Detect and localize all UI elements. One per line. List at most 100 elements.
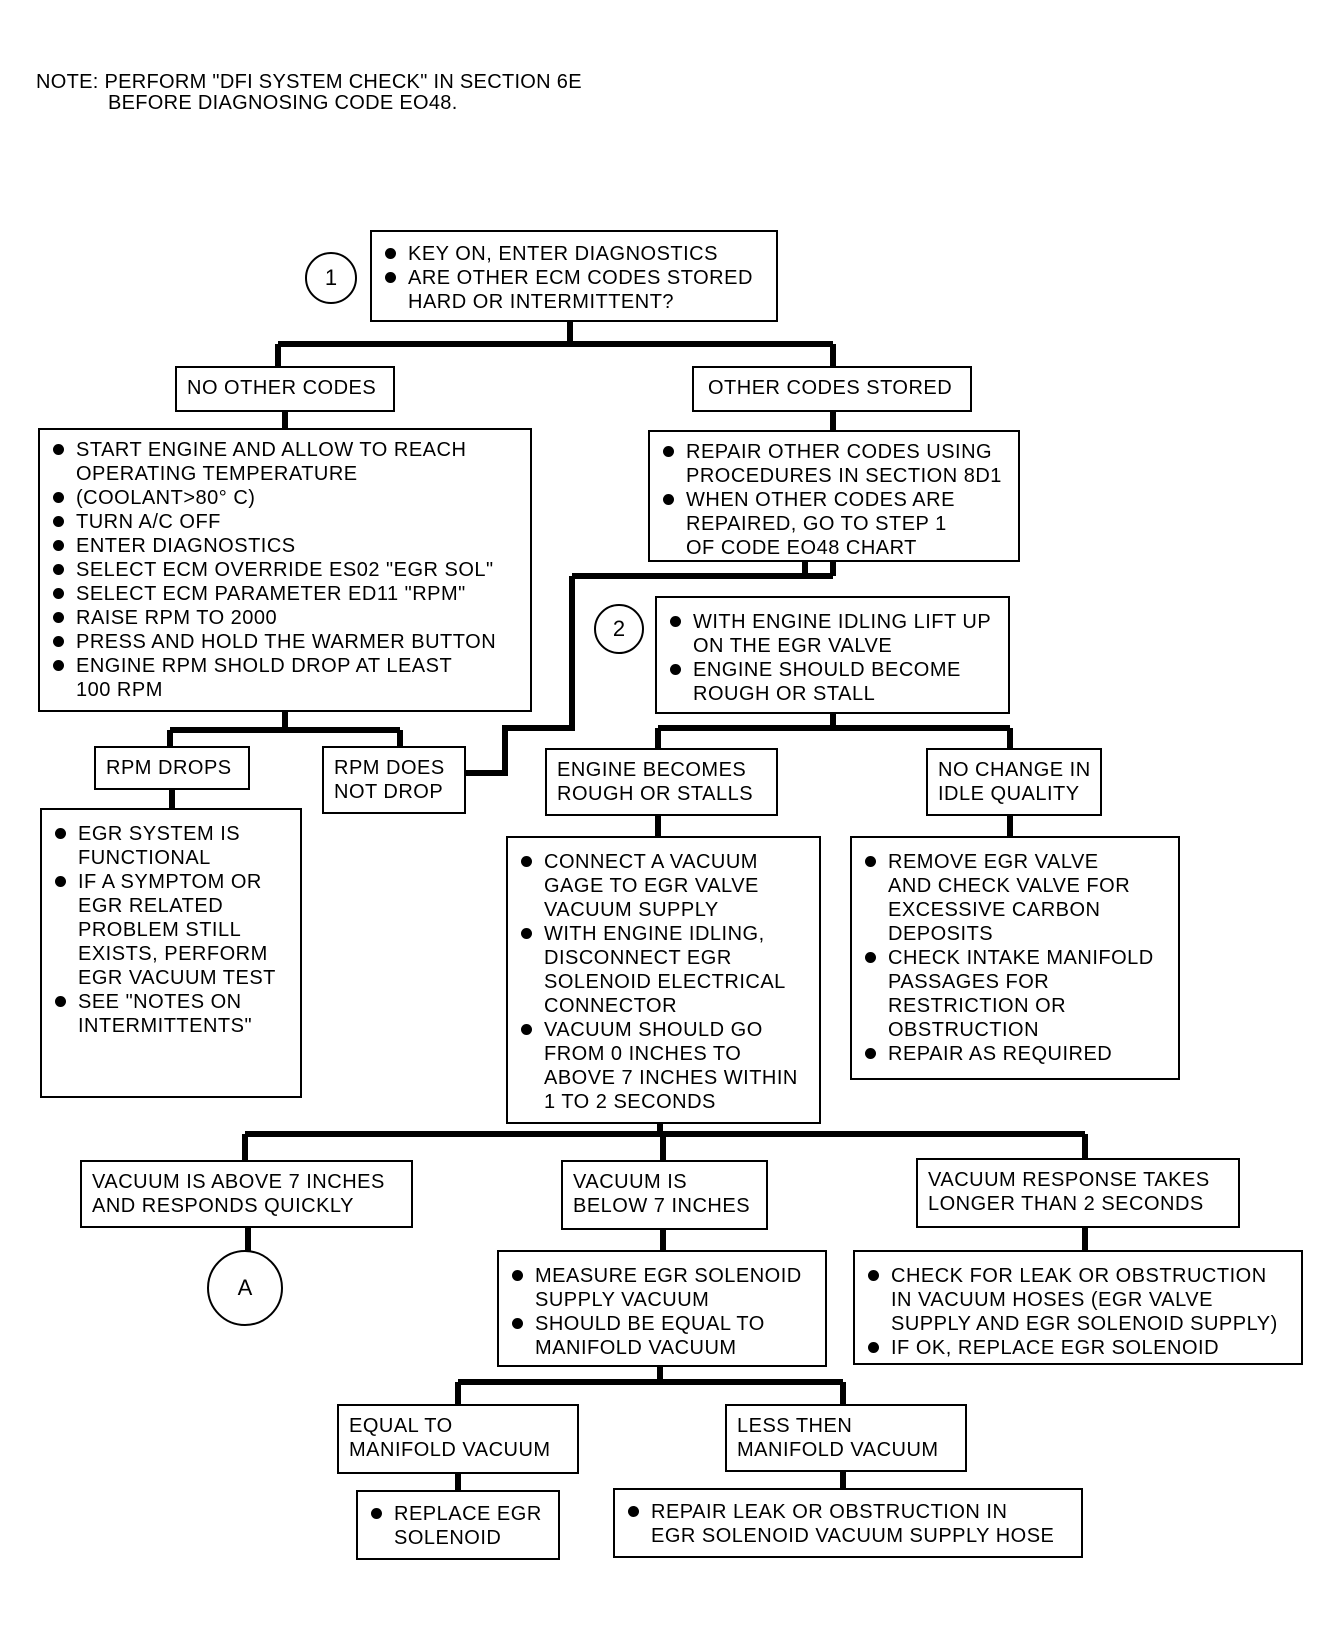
edge-engine-test-split: [167, 710, 403, 748]
rpm-drops-box: RPM DROPS: [94, 746, 250, 790]
label-line: EQUAL TO: [349, 1415, 453, 1437]
list-item-line: OBSTRUCTION: [888, 1019, 1040, 1041]
label-line: VACUUM IS: [573, 1171, 688, 1193]
note-line-2: BEFORE DIAGNOSING CODE EO48.: [108, 92, 458, 114]
list-item-line: WITH ENGINE IDLING,: [544, 923, 765, 945]
list-item-line: SELECT ECM OVERRIDE ES02 "EGR SOL": [76, 559, 494, 581]
list-item-line: CHECK INTAKE MANIFOLD: [888, 947, 1154, 969]
list-item-line: AND CHECK VALVE FOR: [888, 875, 1131, 897]
list-item-line: IN VACUUM HOSES (EGR VALVE: [891, 1289, 1213, 1311]
list-item-line: EGR VACUUM TEST: [78, 967, 276, 989]
list-item-line: ROUGH OR STALL: [693, 683, 876, 705]
list-item-line: 1 TO 2 SECONDS: [544, 1091, 716, 1113]
list-item-line: SELECT ECM PARAMETER ED11 "RPM": [76, 583, 466, 605]
label-line: RPM DOES: [334, 757, 445, 779]
list-item-line: 100 RPM: [76, 679, 163, 701]
label-line: RPM DROPS: [106, 757, 232, 779]
list-item: ENTER DIAGNOSTICS: [52, 534, 524, 558]
list-item: IF OK, REPLACE EGR SOLENOID: [867, 1336, 1295, 1360]
list-item-line: ABOVE 7 INCHES WITHIN: [544, 1067, 798, 1089]
list-item-line: DISCONNECT EGR: [544, 947, 732, 969]
edge-vacuum-gage-split: [242, 1122, 1088, 1160]
list-item-line: SEE "NOTES ON: [78, 991, 242, 1013]
list-item-line: GAGE TO EGR VALVE: [544, 875, 759, 897]
step-2-circle: 2: [594, 604, 644, 654]
label-line: MANIFOLD VACUUM: [349, 1439, 551, 1461]
list-item-line: SHOULD BE EQUAL TO: [535, 1313, 765, 1335]
list-item-line: OPERATING TEMPERATURE: [76, 463, 358, 485]
label-line: OTHER CODES STORED: [708, 377, 953, 399]
list-item-line: ARE OTHER ECM CODES STORED: [408, 267, 753, 289]
list-item: REPAIR AS REQUIRED: [864, 1042, 1172, 1066]
list-item-line: VACUUM SHOULD GO: [544, 1019, 763, 1041]
note-text: NOTE: PERFORM "DFI SYSTEM CHECK" IN SECT…: [36, 72, 582, 114]
label-line: ROUGH OR STALLS: [557, 783, 754, 805]
list-item-line: EGR SYSTEM IS: [78, 823, 241, 845]
list-item-line: REPAIR OTHER CODES USING: [686, 441, 993, 463]
connector-a-circle: A: [207, 1250, 283, 1326]
edge-measure-split: [455, 1365, 846, 1404]
other-codes-stored-box: OTHER CODES STORED: [692, 366, 972, 412]
label-line: NO CHANGE IN: [938, 759, 1091, 781]
list-item-line: REMOVE EGR VALVE: [888, 851, 1099, 873]
list-item-line: ON THE EGR VALVE: [693, 635, 893, 657]
list-item-line: MEASURE EGR SOLENOID: [535, 1265, 802, 1287]
list-item-line: (COOLANT>80° C): [76, 487, 256, 509]
list-item-line: REPLACE EGR: [394, 1503, 542, 1525]
list-item-line: KEY ON, ENTER DIAGNOSTICS: [408, 243, 718, 265]
list-item-line: REPAIRED, GO TO STEP 1: [686, 513, 947, 535]
list-item: RAISE RPM TO 2000: [52, 606, 524, 630]
label-line: VACUUM RESPONSE TAKES: [928, 1169, 1210, 1191]
label-line: NO OTHER CODES: [187, 377, 377, 399]
list-item-line: EXISTS, PERFORM: [78, 943, 268, 965]
list-item-line: START ENGINE AND ALLOW TO REACH: [76, 439, 467, 461]
list-item-line: FUNCTIONAL: [78, 847, 211, 869]
edge-egr-lift-split: [655, 712, 1013, 748]
list-item-line: SOLENOID: [394, 1527, 502, 1549]
list-item-line: WHEN OTHER CODES ARE: [686, 489, 955, 511]
step-2-number: 2: [612, 616, 626, 641]
label-line: ENGINE BECOMES: [557, 759, 747, 781]
list-item-line: PROBLEM STILL: [78, 919, 242, 941]
list-item-line: EGR RELATED: [78, 895, 224, 917]
list-item-line: INTERMITTENTS": [78, 1015, 253, 1037]
note-line-1: NOTE: PERFORM "DFI SYSTEM CHECK" IN SECT…: [36, 71, 582, 93]
list-item-line: SOLENOID ELECTRICAL: [544, 971, 786, 993]
list-item-line: ENGINE RPM SHOLD DROP AT LEAST: [76, 655, 453, 677]
edge-start-split: [275, 320, 836, 370]
